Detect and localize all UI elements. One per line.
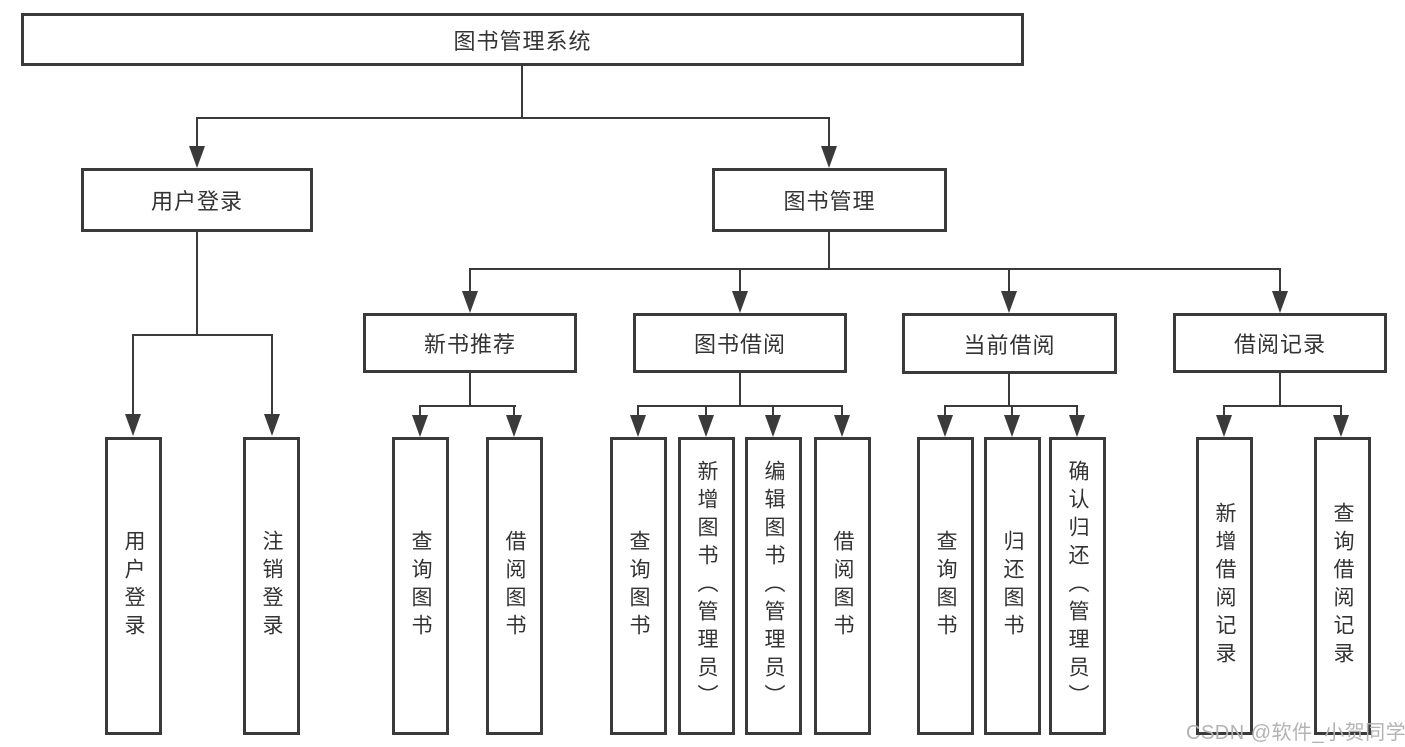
connector-line	[271, 334, 273, 414]
connector-line	[1008, 268, 1010, 292]
connector-line	[469, 268, 471, 292]
node-new-book-recommend-label: 新书推荐	[423, 332, 516, 357]
arrowhead-down-icon	[506, 415, 522, 437]
leaf-logout: 注销登录	[243, 437, 300, 735]
arrowhead-down-icon	[1001, 291, 1017, 313]
connector-line	[1011, 405, 1013, 417]
leaf-borrow-book-1: 借阅图书	[486, 437, 543, 735]
leaf-borrow-book-2: 借阅图书	[814, 437, 871, 735]
arrowhead-down-icon	[1069, 415, 1085, 437]
leaf-query-borrow-record-label: 查询借阅记录	[1331, 502, 1355, 670]
connector-line	[196, 117, 198, 147]
leaf-add-borrow-record: 新增借阅记录	[1196, 437, 1253, 735]
connector-line	[521, 66, 523, 118]
leaf-query-borrow-record: 查询借阅记录	[1314, 437, 1371, 735]
arrowhead-down-icon	[834, 415, 850, 437]
node-current-borrow: 当前借阅	[902, 313, 1117, 374]
arrowhead-down-icon	[462, 291, 478, 313]
arrowhead-down-icon	[412, 415, 428, 437]
connector-line	[637, 405, 843, 407]
connector-line	[419, 405, 421, 417]
leaf-query-book-1: 查询图书	[392, 437, 449, 735]
node-book-borrow: 图书借阅	[633, 313, 847, 373]
arrowhead-down-icon	[1004, 415, 1020, 437]
arrowhead-down-icon	[189, 146, 205, 168]
connector-line	[1223, 405, 1225, 417]
connector-line	[1340, 405, 1342, 417]
leaf-add-book-admin-label: 新增图书（管理员）	[695, 460, 719, 712]
arrowhead-down-icon	[1333, 415, 1349, 437]
arrowhead-down-icon	[1272, 291, 1288, 313]
leaf-query-book-3: 查询图书	[917, 437, 974, 735]
arrowhead-down-icon	[732, 291, 748, 313]
arrowhead-down-icon	[937, 415, 953, 437]
connector-line	[419, 405, 516, 407]
leaf-confirm-return-admin-label: 确认归还（管理员）	[1066, 460, 1090, 712]
connector-line	[196, 232, 198, 334]
leaf-user-login: 用户登录	[105, 437, 162, 735]
connector-line	[828, 117, 830, 147]
connector-line	[1076, 405, 1078, 417]
connector-line	[841, 405, 843, 417]
arrowhead-down-icon	[264, 414, 280, 436]
connector-line	[637, 405, 639, 417]
arrowhead-down-icon	[765, 415, 781, 437]
leaf-borrow-book-2-label: 借阅图书	[831, 530, 855, 642]
connector-line	[469, 373, 471, 407]
node-root: 图书管理系统	[21, 13, 1024, 66]
leaf-query-book-1-label: 查询图书	[409, 530, 433, 642]
node-new-book-recommend: 新书推荐	[363, 313, 577, 373]
connector-line	[513, 405, 515, 417]
connector-line	[739, 373, 741, 407]
connector-line	[1223, 405, 1342, 407]
node-root-label: 图书管理系统	[453, 28, 592, 54]
node-current-borrow-label: 当前借阅	[963, 332, 1056, 358]
connector-line	[705, 405, 707, 417]
leaf-return-book: 归还图书	[984, 437, 1041, 735]
leaf-return-book-label: 归还图书	[1001, 530, 1025, 642]
arrowhead-down-icon	[698, 415, 714, 437]
node-book-management-label: 图书管理	[783, 189, 876, 214]
connector-line	[132, 334, 273, 336]
connector-line	[944, 405, 946, 417]
node-user-login: 用户登录	[81, 168, 313, 232]
arrowhead-down-icon	[1216, 415, 1232, 437]
node-book-borrow-label: 图书借阅	[693, 332, 786, 357]
leaf-logout-label: 注销登录	[260, 530, 284, 642]
leaf-add-borrow-record-label: 新增借阅记录	[1213, 502, 1237, 670]
leaf-add-book-admin: 新增图书（管理员）	[678, 437, 735, 735]
leaf-borrow-book-1-label: 借阅图书	[503, 530, 527, 642]
connector-line	[1008, 373, 1010, 407]
node-borrow-records-label: 借阅记录	[1233, 332, 1326, 357]
leaf-query-book-2-label: 查询图书	[627, 530, 651, 642]
connector-line	[469, 268, 1281, 270]
connector-line	[1279, 373, 1281, 407]
arrowhead-down-icon	[125, 414, 141, 436]
arrowhead-down-icon	[630, 415, 646, 437]
leaf-query-book-3-label: 查询图书	[934, 530, 958, 642]
node-user-login-label: 用户登录	[150, 189, 243, 214]
connector-line	[196, 117, 830, 119]
connector-line	[739, 268, 741, 292]
leaf-user-login-label: 用户登录	[122, 530, 146, 642]
connector-line	[1279, 268, 1281, 292]
connector-line	[132, 334, 134, 414]
connector-line	[772, 405, 774, 417]
leaf-edit-book-admin-label: 编辑图书（管理员）	[762, 460, 786, 712]
leaf-confirm-return-admin: 确认归还（管理员）	[1049, 437, 1106, 735]
csdn-watermark: CSDN @软件_小贺同学	[1186, 722, 1405, 744]
connector-line	[828, 232, 830, 270]
leaf-edit-book-admin: 编辑图书（管理员）	[745, 437, 802, 735]
leaf-query-book-2: 查询图书	[610, 437, 667, 735]
node-book-management: 图书管理	[712, 168, 947, 232]
node-borrow-records: 借阅记录	[1173, 313, 1387, 373]
arrowhead-down-icon	[821, 146, 837, 168]
